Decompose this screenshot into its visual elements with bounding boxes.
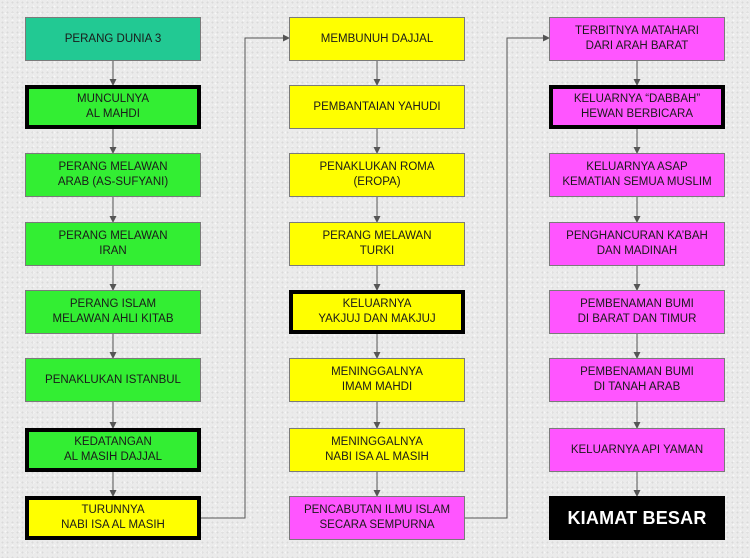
node-perang-melawan-turki: PERANG MELAWAN TURKI <box>289 222 465 266</box>
node-perang-melawan-arab: PERANG MELAWAN ARAB (AS-SUFYANI) <box>25 153 201 197</box>
node-meninggalnya-nabi-isa: MENINGGALNYA NABI ISA AL MASIH <box>289 428 465 472</box>
node-keluarnya-dabbah: KELUARNYA “DABBAH” HEWAN BERBICARA <box>549 85 725 129</box>
arrow-column-2-to-column-3 <box>465 34 550 519</box>
node-perang-dunia-3: PERANG DUNIA 3 <box>25 17 201 61</box>
node-perang-islam-ahli-kitab: PERANG ISLAM MELAWAN AHLI KITAB <box>25 290 201 334</box>
node-membunuh-dajjal: MEMBUNUH DAJJAL <box>289 17 465 61</box>
node-kedatangan-al-masih-dajjal: KEDATANGAN AL MASIH DAJJAL <box>25 428 201 472</box>
node-pembenaman-bumi-barat-timur: PEMBENAMAN BUMI DI BARAT DAN TIMUR <box>549 290 725 334</box>
arrow-column-1-to-column-2 <box>201 34 290 519</box>
node-munculnya-al-mahdi: MUNCULNYA AL MAHDI <box>25 85 201 129</box>
node-pembantaian-yahudi: PEMBANTAIAN YAHUDI <box>289 85 465 129</box>
node-perang-melawan-iran: PERANG MELAWAN IRAN <box>25 222 201 266</box>
node-turunnya-nabi-isa: TURUNNYA NABI ISA AL MASIH <box>25 496 201 540</box>
node-keluarnya-yakjuj-makjuj: KELUARNYA YAKJUJ DAN MAKJUJ <box>289 290 465 334</box>
node-keluarnya-asap: KELUARNYA ASAP KEMATIAN SEMUA MUSLIM <box>549 153 725 197</box>
node-meninggalnya-imam-mahdi: MENINGGALNYA IMAM MAHDI <box>289 358 465 402</box>
node-penghancuran-kabah: PENGHANCURAN KA’BAH DAN MADINAH <box>549 222 725 266</box>
node-penaklukan-roma: PENAKLUKAN ROMA (EROPA) <box>289 153 465 197</box>
node-pencabutan-ilmu-islam: PENCABUTAN ILMU ISLAM SECARA SEMPURNA <box>289 496 465 540</box>
node-keluarnya-api-yaman: KELUARNYA API YAMAN <box>549 428 725 472</box>
node-pembenaman-bumi-arab: PEMBENAMAN BUMI DI TANAH ARAB <box>549 358 725 402</box>
node-penaklukan-istanbul: PENAKLUKAN ISTANBUL <box>25 358 201 402</box>
node-terbitnya-matahari-barat: TERBITNYA MATAHARI DARI ARAH BARAT <box>549 17 725 61</box>
node-kiamat-besar: KIAMAT BESAR <box>549 496 725 540</box>
